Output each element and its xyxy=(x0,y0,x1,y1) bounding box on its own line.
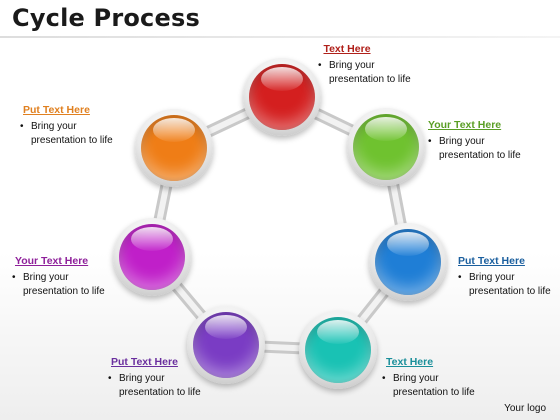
label-heading: Put Text Here xyxy=(23,104,90,116)
node-orb xyxy=(193,312,259,378)
node-gloss xyxy=(365,117,407,141)
label-heading: Put Text Here xyxy=(458,255,525,267)
label-heading: Your Text Here xyxy=(15,255,89,267)
cycle-node-magenta xyxy=(113,218,191,296)
label-body: Bring your presentation to life xyxy=(20,120,127,148)
cycle-node-purple xyxy=(187,306,265,384)
label-cyan: Text Here Bring your presentation to lif… xyxy=(382,355,492,400)
label-blue: Put Text Here Bring your presentation to… xyxy=(458,254,558,299)
node-gloss xyxy=(387,232,429,256)
node-gloss xyxy=(317,320,359,344)
logo-text: Your logo xyxy=(504,403,546,414)
label-heading: Put Text Here xyxy=(111,356,178,368)
node-gloss xyxy=(261,67,303,91)
cycle-node-red xyxy=(243,58,321,136)
cycle-node-orange xyxy=(135,109,213,187)
label-red: Text Here Bring your presentation to lif… xyxy=(318,42,438,87)
label-body: Bring your presentation to life xyxy=(318,59,425,87)
node-orb xyxy=(141,115,207,181)
node-gloss xyxy=(153,118,195,142)
label-body: Bring your presentation to life xyxy=(458,271,560,299)
cycle-node-blue xyxy=(369,223,447,301)
page-title: Cycle Process xyxy=(12,4,200,32)
node-gloss xyxy=(131,227,173,251)
label-body: Bring your presentation to life xyxy=(382,372,489,400)
label-heading: Text Here xyxy=(386,356,434,368)
label-orange: Put Text Here Bring your presentation to… xyxy=(20,103,132,148)
title-divider xyxy=(0,36,560,38)
cycle-node-green xyxy=(347,108,425,186)
label-heading: Text Here xyxy=(323,43,371,55)
label-purple: Put Text Here Bring your presentation to… xyxy=(108,355,218,400)
label-body: Bring your presentation to life xyxy=(108,372,215,400)
label-green: Your Text Here Bring your presentation t… xyxy=(428,118,538,163)
cycle-node-cyan xyxy=(299,311,377,389)
node-gloss xyxy=(205,315,247,339)
label-body: Bring your presentation to life xyxy=(428,135,531,163)
label-magenta: Your Text Here Bring your presentation t… xyxy=(12,254,120,299)
label-heading: Your Text Here xyxy=(428,119,502,131)
label-body: Bring your presentation to life xyxy=(12,271,119,299)
